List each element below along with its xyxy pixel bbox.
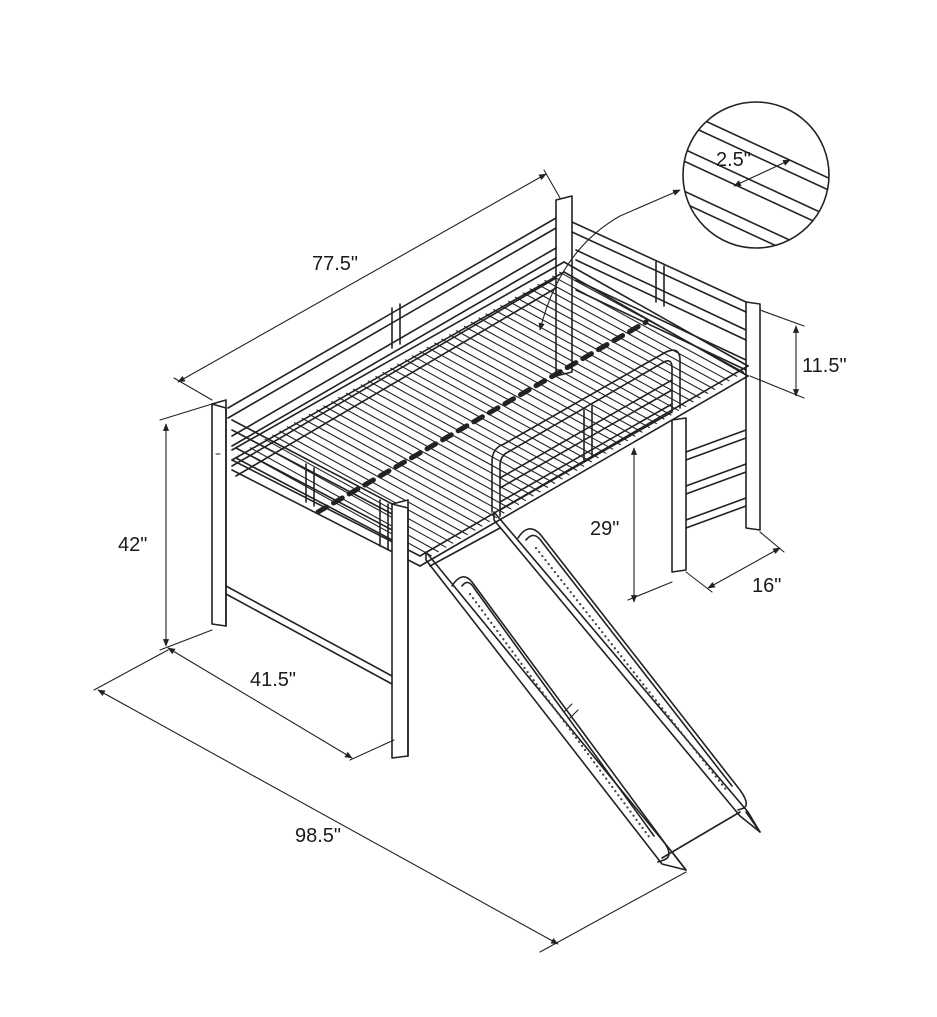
slat-line (552, 275, 738, 377)
slat-line (308, 413, 498, 519)
slat-line (301, 417, 491, 523)
slat-line (529, 288, 716, 390)
slat-line (537, 283, 723, 386)
slat-line (390, 367, 578, 471)
slat-line (338, 397, 527, 502)
slat-line (272, 434, 461, 540)
right-end-rail (571, 221, 747, 371)
total-height-label: 42" (118, 534, 147, 556)
slat-line (323, 405, 512, 510)
slat-line (331, 401, 520, 506)
rail-height-label: 11.5" (802, 355, 847, 377)
length-label: 77.5" (312, 253, 358, 275)
slat-line (367, 380, 556, 484)
slat-line (375, 375, 563, 480)
left-end-rail (231, 419, 397, 551)
rail-gap-label: 2.5" (716, 149, 751, 171)
width-label: 41.5" (250, 669, 296, 691)
slide (425, 511, 761, 871)
slat-line (286, 426, 476, 531)
front-legs (211, 399, 409, 759)
clearance-height-label: 29" (590, 518, 619, 540)
slat-line (360, 384, 549, 488)
slat-line (279, 430, 468, 536)
slat-line (352, 388, 541, 493)
slat-line (544, 279, 730, 382)
dimension-lines (93, 169, 805, 953)
slat-line (249, 447, 439, 553)
overall-length-label: 98.5" (295, 825, 341, 847)
slat-line (345, 392, 534, 497)
ladder-width-label: 16" (752, 575, 781, 597)
slat-line (293, 422, 483, 527)
slat-line (522, 292, 709, 394)
slat-line (382, 371, 570, 476)
slat-line (316, 409, 505, 514)
slat-line (264, 438, 454, 544)
front-guard-rail (491, 349, 681, 517)
ladder (685, 429, 747, 529)
far-legs (555, 195, 761, 573)
